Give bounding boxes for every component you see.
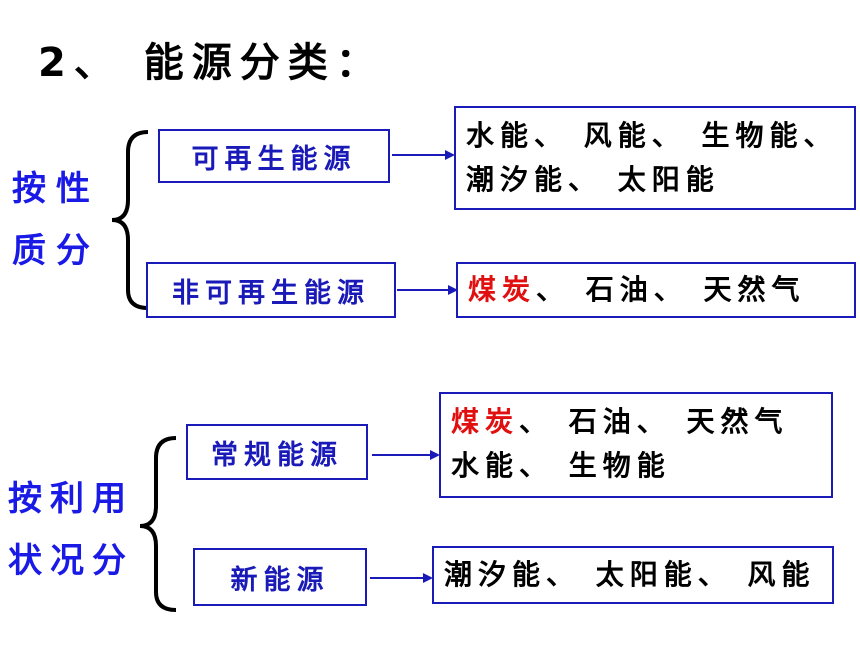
renewable-examples-line1: 水能、 风能、 生物能、 <box>466 119 838 152</box>
coal-text: 煤炭 <box>468 273 537 306</box>
nonrenewable-examples-box: 煤炭、 石油、 天然气 <box>456 262 856 318</box>
brace-section1 <box>111 130 149 310</box>
nonrenewable-label: 非可再生能源 <box>172 277 370 309</box>
conventional-examples-line2: 水能、 生物能 <box>451 449 671 482</box>
section2-label-line1: 按利用 <box>8 479 134 519</box>
conventional-label: 常规能源 <box>211 439 343 471</box>
new-energy-examples-box: 潮汐能、 太阳能、 风能 <box>432 546 834 604</box>
renewable-box: 可再生能源 <box>158 129 390 183</box>
renewable-label: 可再生能源 <box>191 143 357 175</box>
new-energy-box: 新能源 <box>193 548 367 606</box>
arrow-nonrenewable <box>397 285 458 295</box>
coal-text: 煤炭 <box>451 405 520 438</box>
section2-label: 按利用 状况分 <box>8 468 134 592</box>
renewable-examples-box: 水能、 风能、 生物能、 潮汐能、 太阳能 <box>454 106 856 210</box>
section1-label-line2: 质分 <box>12 231 100 271</box>
section1-label-line1: 按性 <box>12 169 100 209</box>
conventional-examples-line1: 煤炭、 石油、 天然气 <box>451 405 789 438</box>
page-title: 2、 能源分类： <box>38 40 384 86</box>
brace-section2 <box>139 436 177 612</box>
new-energy-label: 新能源 <box>230 564 330 596</box>
arrow-renewable <box>392 150 455 160</box>
section1-label: 按性 质分 <box>12 158 100 282</box>
conventional-examples-box: 煤炭、 石油、 天然气 水能、 生物能 <box>439 392 833 498</box>
nonrenewable-examples-rest: 、 石油、 天然气 <box>536 273 806 306</box>
renewable-examples-line2: 潮汐能、 太阳能 <box>466 163 720 196</box>
conventional-box: 常规能源 <box>186 424 368 480</box>
arrow-new <box>370 573 433 583</box>
nonrenewable-box: 非可再生能源 <box>146 262 396 318</box>
new-energy-examples: 潮汐能、 太阳能、 风能 <box>444 558 816 591</box>
arrow-conventional <box>372 450 440 460</box>
section2-label-line2: 状况分 <box>8 541 134 581</box>
